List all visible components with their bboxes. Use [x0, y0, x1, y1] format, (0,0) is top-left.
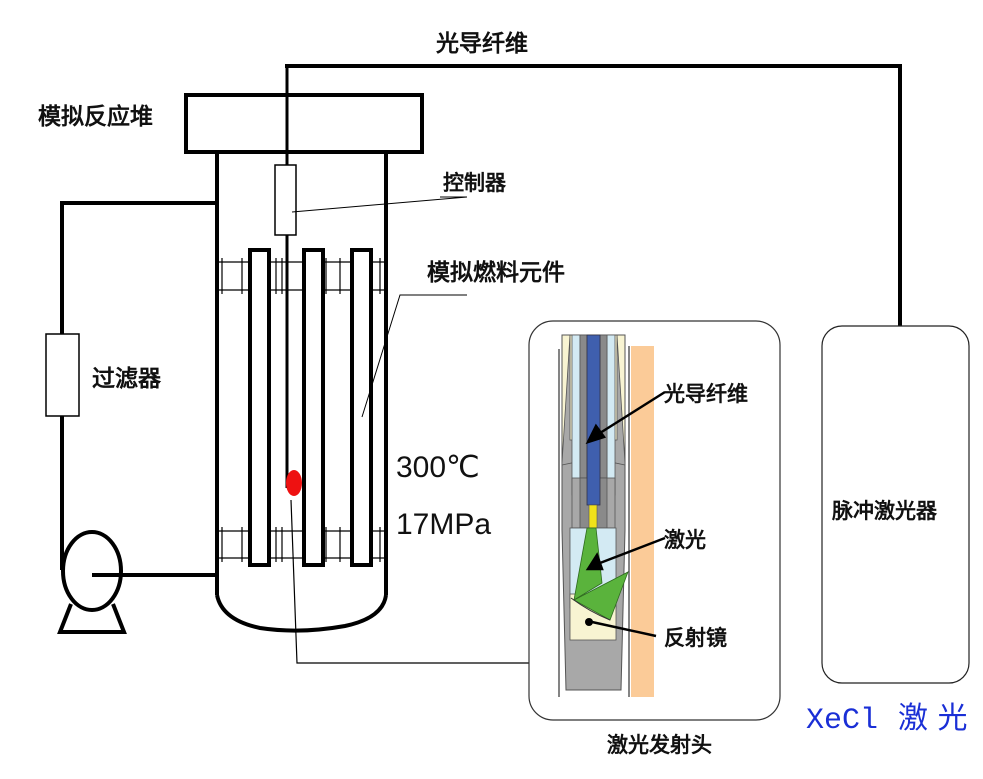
label-xecl: XeCl [806, 704, 878, 738]
label-laser-head: 激光发射头 [607, 733, 712, 757]
fuel-rod-2 [302, 248, 325, 567]
label-simulated-fuel-element: 模拟燃料元件 [427, 259, 565, 286]
label-xecl-laser: 激 光 [898, 701, 968, 736]
controller-box [274, 164, 297, 236]
label-inset-mirror: 反射镜 [664, 626, 727, 650]
signal-line [290, 499, 530, 664]
label-pressure: 17MPa [396, 508, 491, 541]
fiber-tip [588, 504, 598, 529]
vessel-wall [631, 346, 654, 697]
label-inset-laser: 激光 [664, 528, 706, 552]
reactor-vessel [215, 152, 388, 633]
mirror-dot [585, 618, 593, 626]
fuel-rod-3 [350, 248, 373, 567]
label-inset-fiber: 光导纤维 [663, 382, 748, 406]
fuel-rods [248, 248, 373, 567]
inset-fiber [586, 334, 601, 506]
label-pulsed-laser: 脉冲激光器 [831, 499, 938, 523]
label-simulated-reactor: 模拟反应堆 [38, 103, 153, 130]
label-filter: 过滤器 [92, 366, 162, 392]
pulsed-laser-box [821, 325, 970, 684]
filter-box [45, 333, 80, 417]
label-temperature: 300℃ [396, 451, 480, 484]
fuel-rod-1 [248, 248, 271, 567]
label-optical-fiber-top: 光导纤维 [435, 30, 528, 57]
pump-icon [57, 530, 217, 634]
inset-arrows [585, 390, 666, 638]
label-controller: 控制器 [443, 171, 507, 195]
fuel-element-leader [361, 294, 467, 418]
grid-spacer-bottom [219, 527, 384, 562]
reactor-head-block [184, 93, 424, 154]
controller-leader [291, 196, 468, 213]
target-spot [286, 470, 302, 496]
laser-beam [573, 527, 603, 601]
